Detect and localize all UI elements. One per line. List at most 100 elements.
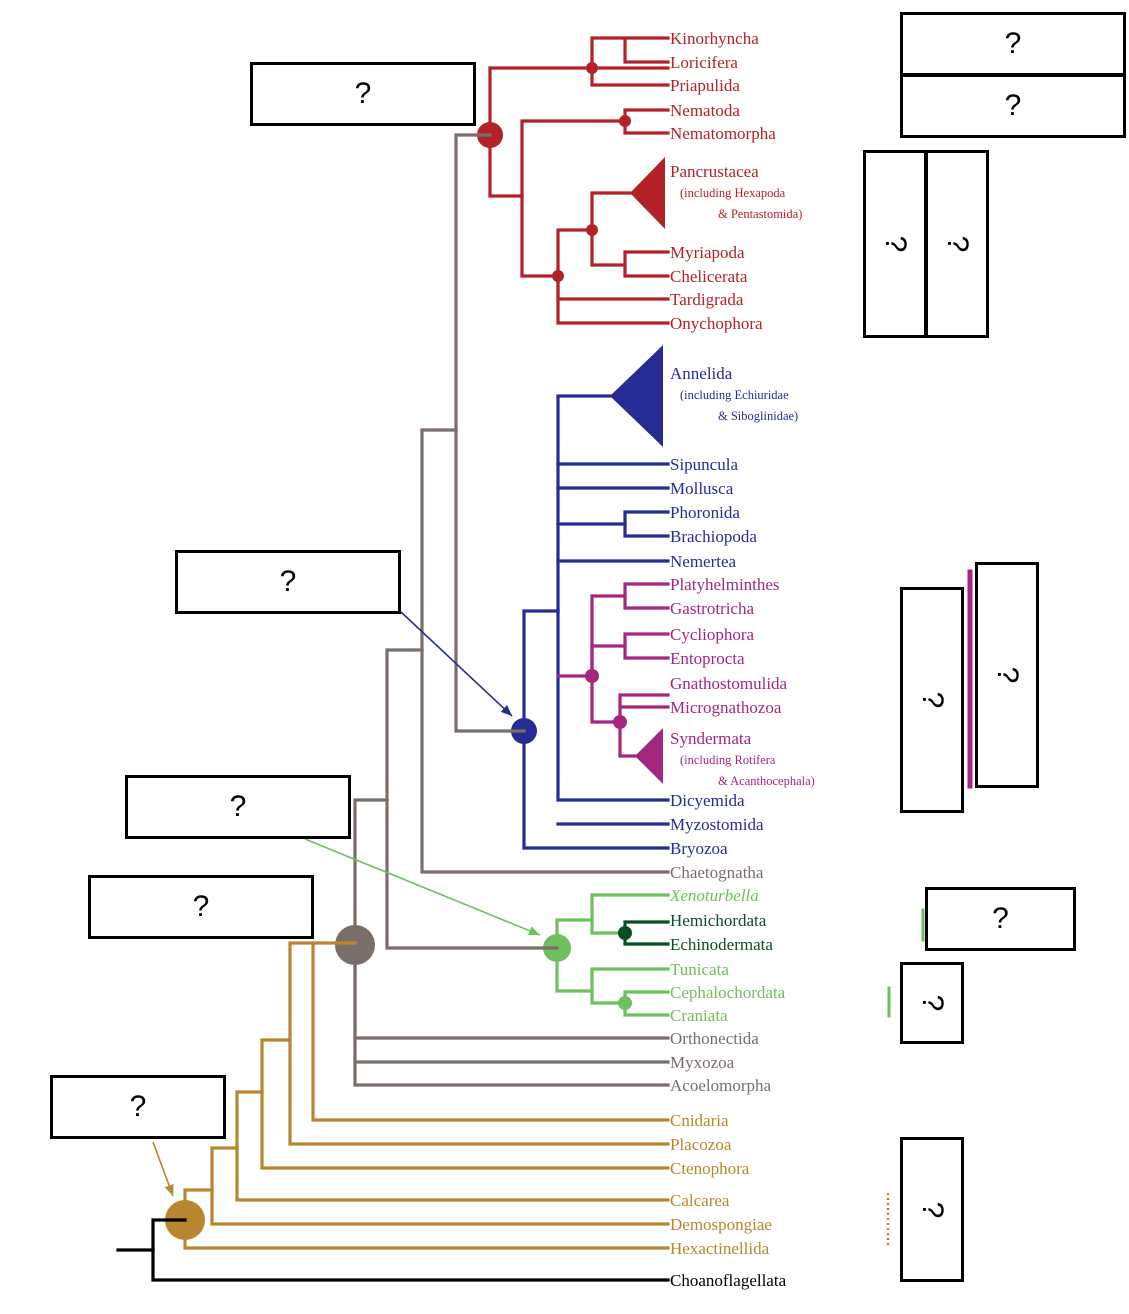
tree-branch [311, 941, 670, 1122]
taxon-label-ctenophora: Ctenophora [670, 1159, 750, 1178]
taxon-label-nematoda: Nematoda [670, 101, 740, 120]
tree-branch [590, 893, 670, 922]
porifera-clade-label[interactable]: ? [900, 1137, 964, 1282]
tree-branch [623, 108, 670, 135]
pointer-arrow-head [164, 1184, 174, 1196]
taxon-label-acoelomorpha: Acoelomorpha [670, 1076, 771, 1095]
taxon-label-myzostomida: Myzostomida [670, 815, 764, 834]
taxon-label-phoronida: Phoronida [670, 503, 740, 522]
tree-branch [522, 729, 670, 850]
tree-node [586, 62, 598, 74]
tree-node [618, 926, 632, 940]
panarthropod-clade-label[interactable]: ? [925, 150, 989, 338]
taxon-label-placozoa: Placozoa [670, 1135, 732, 1154]
tree-branch [556, 609, 670, 802]
taxon-label-demospongiae: Demospongiae [670, 1215, 772, 1234]
tree-branch [420, 428, 458, 652]
collapsed-clade-triangle [630, 157, 665, 229]
taxon-sublabel-syndermata: (including Rotifera [680, 753, 776, 767]
pointer-arrow [304, 838, 541, 936]
tree-node [619, 115, 631, 127]
taxon-label-kinorhyncha: Kinorhyncha [670, 29, 759, 48]
tree-branch [556, 228, 594, 278]
arthropod-clade-label[interactable]: ? [863, 150, 927, 338]
question-mark: ? [991, 666, 1024, 684]
taxon-label-craniata: Craniata [670, 1006, 728, 1025]
taxon-label-chaetognatha: Chaetognatha [670, 863, 764, 882]
tree-branch [555, 946, 594, 993]
tree-branch [385, 798, 559, 950]
collapsed-clade-triangle [610, 345, 663, 447]
taxon-label-nemertea: Nemertea [670, 552, 737, 571]
taxon-label-platyhelminthes: Platyhelminthes [670, 575, 780, 594]
taxon-label-bryozoa: Bryozoa [670, 839, 728, 858]
taxon-label-entoprocta: Entoprocta [670, 649, 745, 668]
tree-branch [623, 632, 670, 660]
taxon-label-orthonectida: Orthonectida [670, 1029, 759, 1048]
ambulacraria-clade-label[interactable]: ? [925, 887, 1076, 951]
tree-branch [556, 274, 670, 301]
tree-branch [235, 1146, 670, 1202]
taxon-label-mollusca: Mollusca [670, 479, 734, 498]
tree-branch [590, 918, 627, 935]
tree-branch [590, 66, 670, 87]
pointer-arrow [400, 611, 513, 717]
taxon-label-syndermata: Syndermata [670, 729, 752, 748]
taxon-label-gnathostomulida: Gnathostomulida [670, 674, 788, 693]
tree-branch [618, 720, 637, 758]
taxon-label-choanoflagellata: Choanoflagellata [670, 1271, 787, 1290]
taxon-label-hemichordata: Hemichordata [670, 911, 767, 930]
tree-branch [210, 1188, 670, 1226]
deuterostome-node-label[interactable]: ? [125, 775, 351, 839]
tree-branch [623, 510, 670, 538]
taxon-label-dicyemida: Dicyemida [670, 791, 745, 810]
tree-branch [556, 274, 670, 325]
taxon-sublabel-pancrustacea: & Pentastomida) [718, 207, 802, 221]
tree-branch [151, 1248, 670, 1282]
taxon-label-annelida: Annelida [670, 364, 733, 383]
taxon-label-onychophora: Onychophora [670, 314, 763, 333]
tree-branch [210, 1146, 239, 1192]
ecdysozoa-node-label[interactable]: ? [250, 62, 476, 126]
tree-node [552, 270, 564, 282]
tree-branch [590, 674, 622, 724]
taxon-label-cycliophora: Cycliophora [670, 625, 754, 644]
tree-branch [556, 394, 612, 613]
lophotrochozoa-node-label[interactable]: ? [175, 550, 401, 614]
tree-branch [151, 1218, 187, 1252]
animalia-node-label[interactable]: ? [50, 1075, 226, 1139]
tree-branch [618, 693, 670, 724]
taxon-label-loricifera: Loricifera [670, 53, 738, 72]
platyzoa-clade-label-1[interactable]: ? [900, 587, 964, 813]
tree-branch [488, 133, 524, 198]
question-mark: ? [941, 235, 974, 253]
tree-branch [353, 943, 670, 1040]
tree-branch [590, 191, 632, 232]
taxon-sublabel-syndermata: & Acanthocephala) [718, 774, 815, 788]
tree-branch [488, 66, 670, 137]
top-right-label-2[interactable]: ? [900, 74, 1126, 138]
tree-node [586, 224, 598, 236]
tree-branch [454, 133, 492, 432]
taxon-label-xenoturbella: Xenoturbella [669, 886, 759, 905]
tree-branch [623, 250, 670, 278]
tree-branch [590, 644, 627, 678]
top-right-label-1[interactable]: ? [900, 12, 1126, 76]
tree-node [613, 715, 627, 729]
taxon-label-sipuncula: Sipuncula [670, 455, 738, 474]
taxon-label-calcarea: Calcarea [670, 1191, 730, 1210]
tree-node [585, 669, 599, 683]
taxon-label-echinodermata: Echinodermata [670, 935, 773, 954]
platyzoa-clade-label-2[interactable]: ? [975, 562, 1039, 788]
taxon-label-pancrustacea: Pancrustacea [670, 162, 759, 181]
tree-branch [353, 943, 670, 1087]
taxon-sublabel-annelida: & Siboglinidae) [718, 409, 798, 423]
tree-node [335, 925, 375, 965]
taxon-sublabel-pancrustacea: (including Hexapoda [680, 186, 786, 200]
bilateria-node-label[interactable]: ? [88, 875, 314, 939]
tree-branch [420, 648, 670, 874]
taxon-label-tunicata: Tunicata [670, 960, 729, 979]
taxon-label-hexactinellida: Hexactinellida [670, 1239, 770, 1258]
chordata-clade-label[interactable]: ? [900, 962, 964, 1044]
